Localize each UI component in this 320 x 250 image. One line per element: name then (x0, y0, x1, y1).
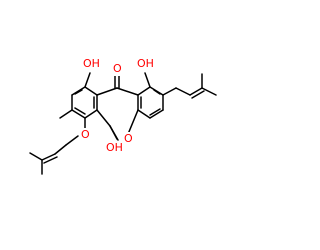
left-benzene-ring (71, 86, 98, 119)
prenyloxy-oxygen-label: O (81, 128, 90, 141)
methyl-bond (59, 109, 73, 119)
ketone-oxygen-label: O (113, 62, 122, 75)
prenyloxy-side-chain-left (29, 117, 86, 175)
right-benzene-ring (137, 86, 164, 119)
atom-labels: OH OH O O O OH (79, 57, 155, 155)
prenyl-side-chain-right (162, 73, 217, 99)
hydroxy-bonds (84, 72, 151, 141)
oh-label-left: OH (83, 57, 100, 70)
oh-label-lower: OH (106, 141, 123, 154)
oh-label-right: OH (137, 57, 154, 70)
chemical-structure-diagram: OH OH O O O OH (29, 57, 217, 175)
ketone-group (114, 75, 120, 89)
ring-ether-oxygen-label: O (124, 132, 133, 145)
